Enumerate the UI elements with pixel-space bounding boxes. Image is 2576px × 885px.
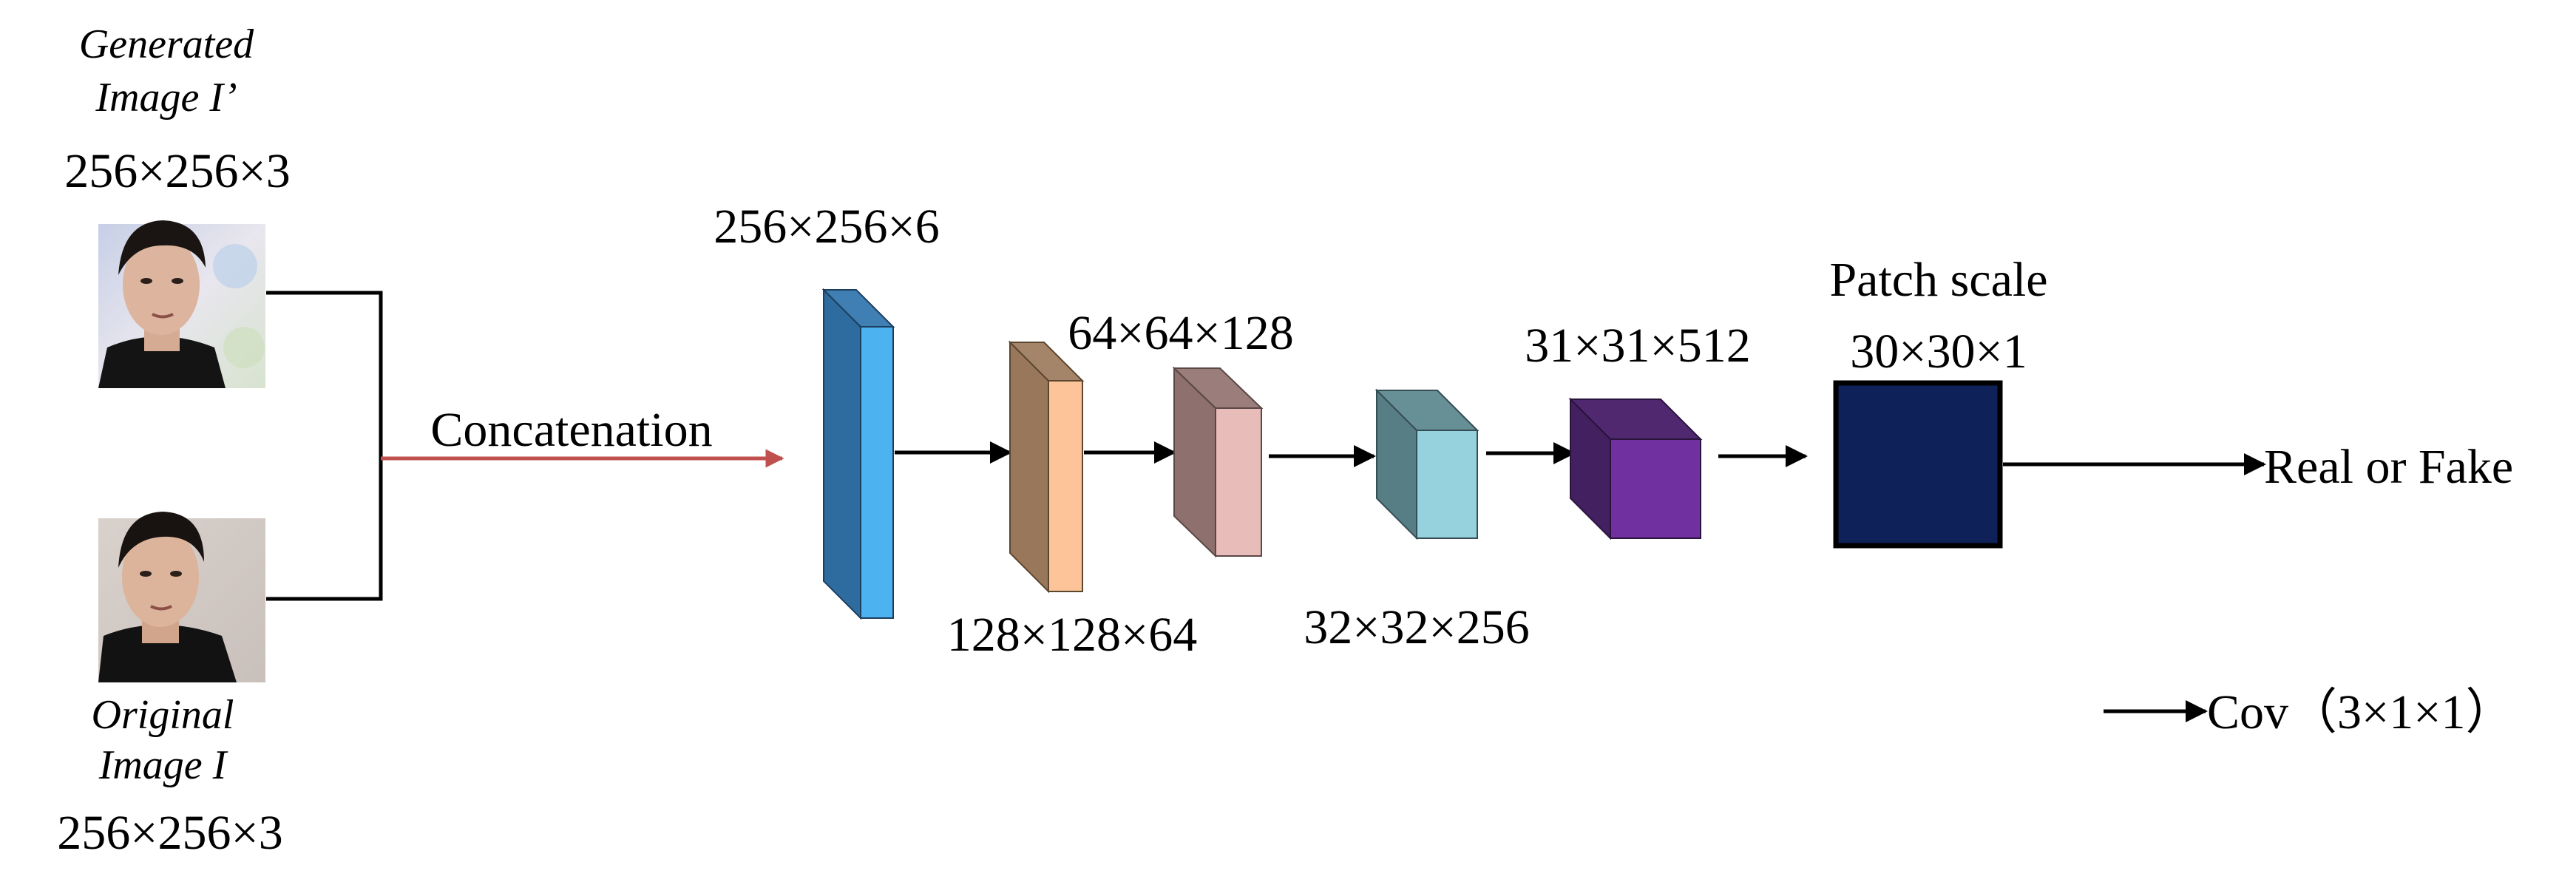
layer-4-front-face [1416, 430, 1478, 539]
conv-layer-5: 31×31×512 [1525, 319, 1751, 540]
layer-2-front-face [1048, 380, 1083, 592]
layer-4-size-label: 32×32×256 [1304, 600, 1529, 654]
conv-layer-1: 256×256×6 [714, 200, 940, 620]
layer-2-side-face [1009, 340, 1049, 594]
original-image-input: Original Image I 256×256×3 [57, 512, 283, 860]
layer-1-front-face [860, 326, 894, 619]
patch-scale-title: Patch scale [1829, 253, 2047, 307]
patch-square [1833, 380, 2003, 549]
original-caption-line2: Image I [98, 742, 228, 788]
generated-face-image [98, 220, 265, 388]
layer-5-size-label: 31×31×512 [1525, 319, 1750, 373]
layer-1-side-face [823, 288, 861, 620]
layer-3-front-face [1215, 407, 1262, 557]
concatenation-label: Concatenation [430, 403, 712, 457]
patch-size-label: 30×30×1 [1850, 325, 2027, 379]
legend-label: Cov（3×1×1） [2207, 685, 2514, 739]
generated-image-input: Generated Image I’ 256×256×3 [64, 21, 291, 388]
conv-layer-4: 32×32×256 [1304, 388, 1530, 654]
layer-3-size-label: 64×64×128 [1068, 306, 1293, 360]
real-or-fake-label: Real or Fake [2264, 440, 2513, 494]
generated-size-label: 256×256×3 [64, 144, 290, 198]
original-caption-line1: Original [92, 692, 234, 738]
layer-2-size-label: 128×128×64 [947, 608, 1197, 662]
patch-output: Patch scale 30×30×1 [1829, 253, 2048, 549]
original-size-label: 256×256×3 [57, 806, 282, 860]
generated-caption-line1: Generated [79, 21, 254, 67]
conv-layer-2: 128×128×64 [947, 340, 1197, 662]
generated-caption-line2: Image I’ [95, 75, 237, 121]
original-face-image [98, 512, 265, 682]
legend: Cov（3×1×1） [2104, 685, 2514, 739]
conv-layer-3: 64×64×128 [1068, 306, 1294, 558]
layer-1-size-label: 256×256×6 [714, 200, 939, 254]
input-merge-bracket [266, 291, 383, 601]
layer-5-front-face [1610, 438, 1701, 539]
